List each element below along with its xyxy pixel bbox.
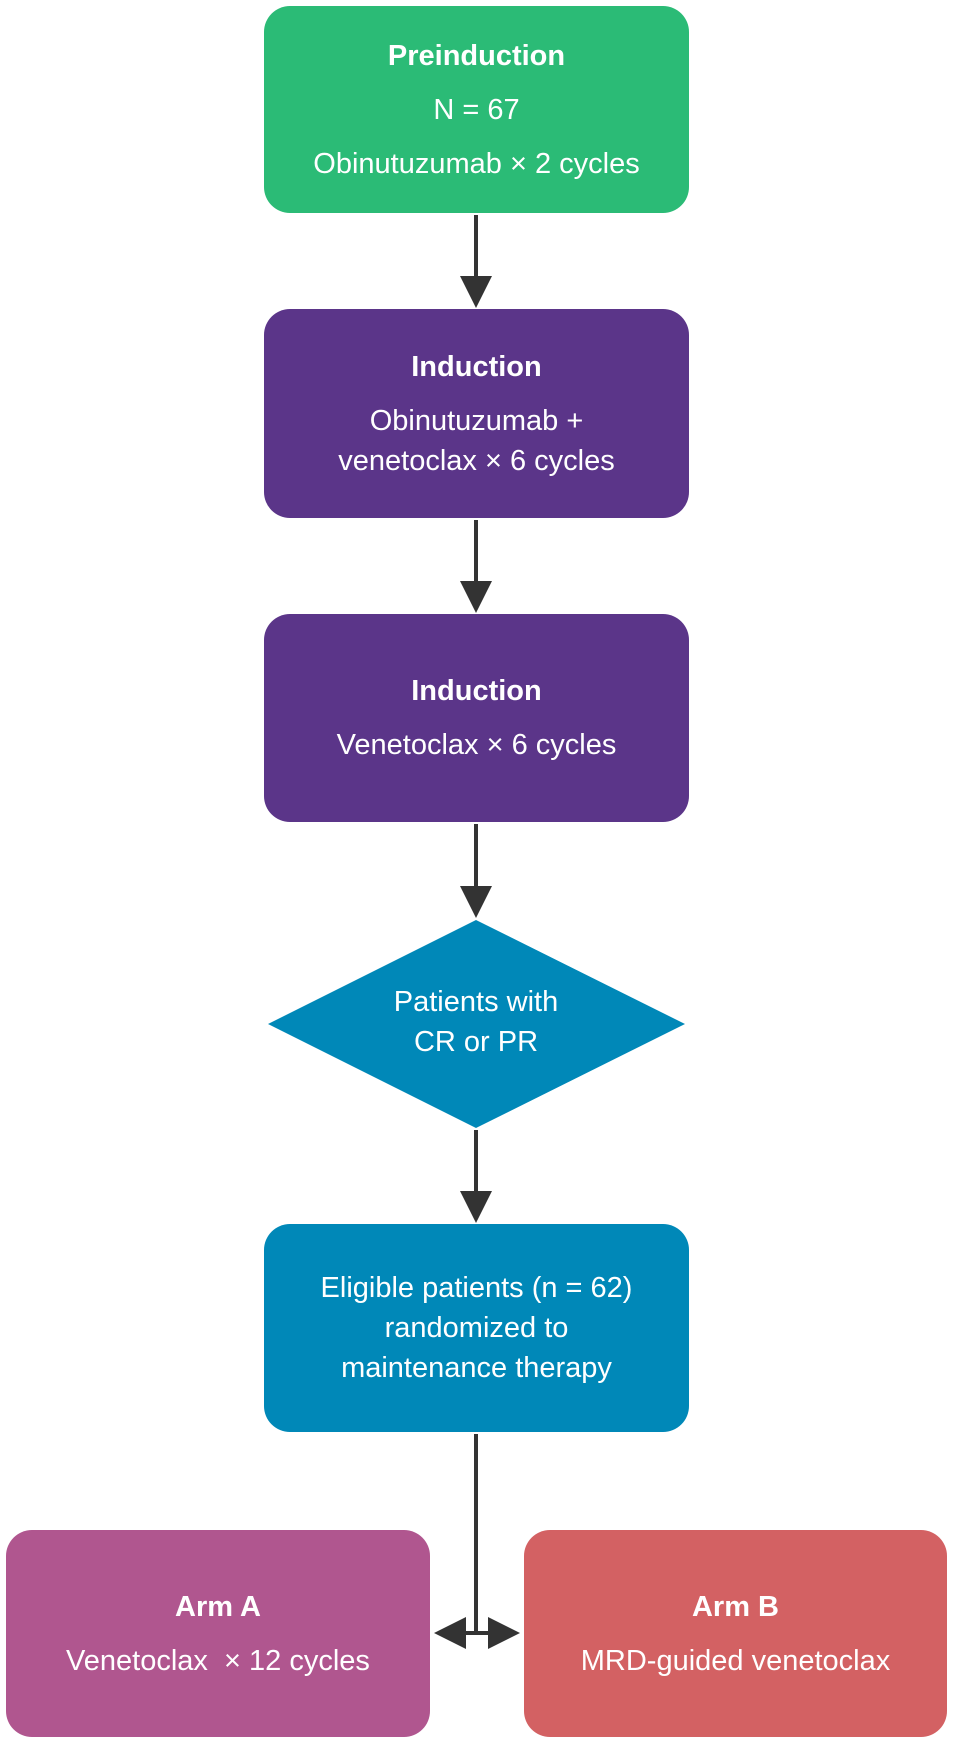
arm-b-regimen: MRD-guided venetoclax: [580, 1644, 891, 1677]
induction-1-box: Induction Obinutuzumab + venetoclax × 6 …: [264, 309, 689, 518]
arm-a-regimen: Venetoclax × 12 cycles: [66, 1644, 370, 1677]
decision-line-1: Patients with: [393, 986, 559, 1018]
preinduction-count: N = 67: [433, 93, 520, 126]
decision-line-2: CR or PR: [413, 1026, 539, 1058]
induction-2-title: Induction: [411, 675, 542, 707]
induction-1-title: Induction: [411, 350, 542, 383]
arm-b-title: Arm B: [691, 1590, 779, 1623]
preinduction-regimen: Obinutuzumab × 2 cycles: [313, 147, 640, 180]
preinduction-box: Preinduction N = 67 Obinutuzumab × 2 cyc…: [264, 6, 689, 213]
decision-diamond: [268, 920, 685, 1128]
randomized-line-1: Eligible patients (n = 62): [320, 1272, 633, 1304]
induction-1-line-1: Obinutuzumab +: [369, 404, 584, 437]
arm-b-box: Arm B MRD-guided venetoclax: [524, 1530, 947, 1737]
decision-label: Patients with CR or PR: [330, 982, 622, 1062]
induction-1-line-2: venetoclax × 6 cycles: [338, 444, 615, 477]
randomized-line-2: randomized to: [384, 1312, 569, 1344]
induction-2-line-1: Venetoclax × 6 cycles: [336, 729, 617, 761]
preinduction-title: Preinduction: [387, 39, 566, 72]
arm-a-box: Arm A Venetoclax × 12 cycles: [6, 1530, 430, 1737]
randomized-line-3: maintenance therapy: [341, 1352, 612, 1384]
arm-a-title: Arm A: [175, 1590, 261, 1623]
randomized-box: Eligible patients (n = 62) randomized to…: [264, 1224, 689, 1432]
induction-2-box: Induction Venetoclax × 6 cycles: [264, 614, 689, 822]
